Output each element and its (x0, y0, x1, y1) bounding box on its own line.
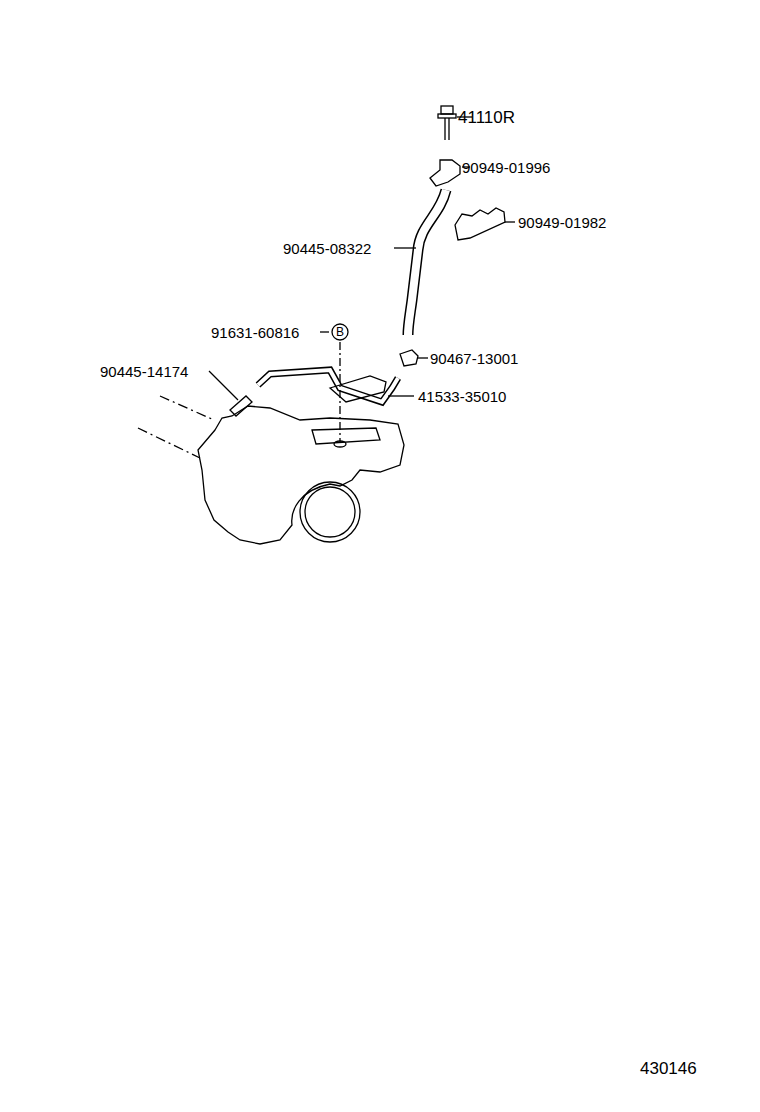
transmission-housing (198, 406, 404, 544)
leader-line (209, 371, 238, 400)
hose-clip (430, 160, 460, 186)
leader-line (388, 395, 414, 396)
hose-clamp (400, 350, 418, 366)
housing-opening (300, 482, 360, 542)
part-number: 90445-14174 (100, 364, 188, 379)
part-number: 91631-60816 (211, 325, 299, 340)
diagram-number: 430146 (640, 1060, 697, 1077)
part-number: 41110R (458, 109, 515, 126)
center-line (160, 396, 214, 420)
leader-line (505, 221, 515, 222)
hose-clip (455, 208, 505, 240)
bolt-shank (448, 118, 449, 140)
part-number: 41533-35010 (418, 389, 506, 404)
center-line (138, 428, 200, 458)
bolt-hole (334, 441, 346, 447)
housing-opening (305, 487, 355, 537)
bolt-flange (438, 114, 456, 118)
housing-boss (312, 428, 380, 444)
bolt-shank (444, 118, 445, 140)
leader-line (320, 331, 329, 332)
part-number: 90445-08322 (283, 241, 371, 256)
bolt-head (441, 106, 453, 114)
part-number: 90949-01982 (518, 215, 606, 230)
reference-circle: B (331, 323, 349, 341)
part-number: 90467-13001 (430, 351, 518, 366)
reference-letter: B (331, 323, 349, 341)
leader-line (394, 247, 416, 248)
leader-line (339, 342, 340, 442)
pipe-bracket (330, 376, 386, 402)
leader-line (418, 357, 428, 358)
part-number: 90949-01996 (462, 160, 550, 175)
